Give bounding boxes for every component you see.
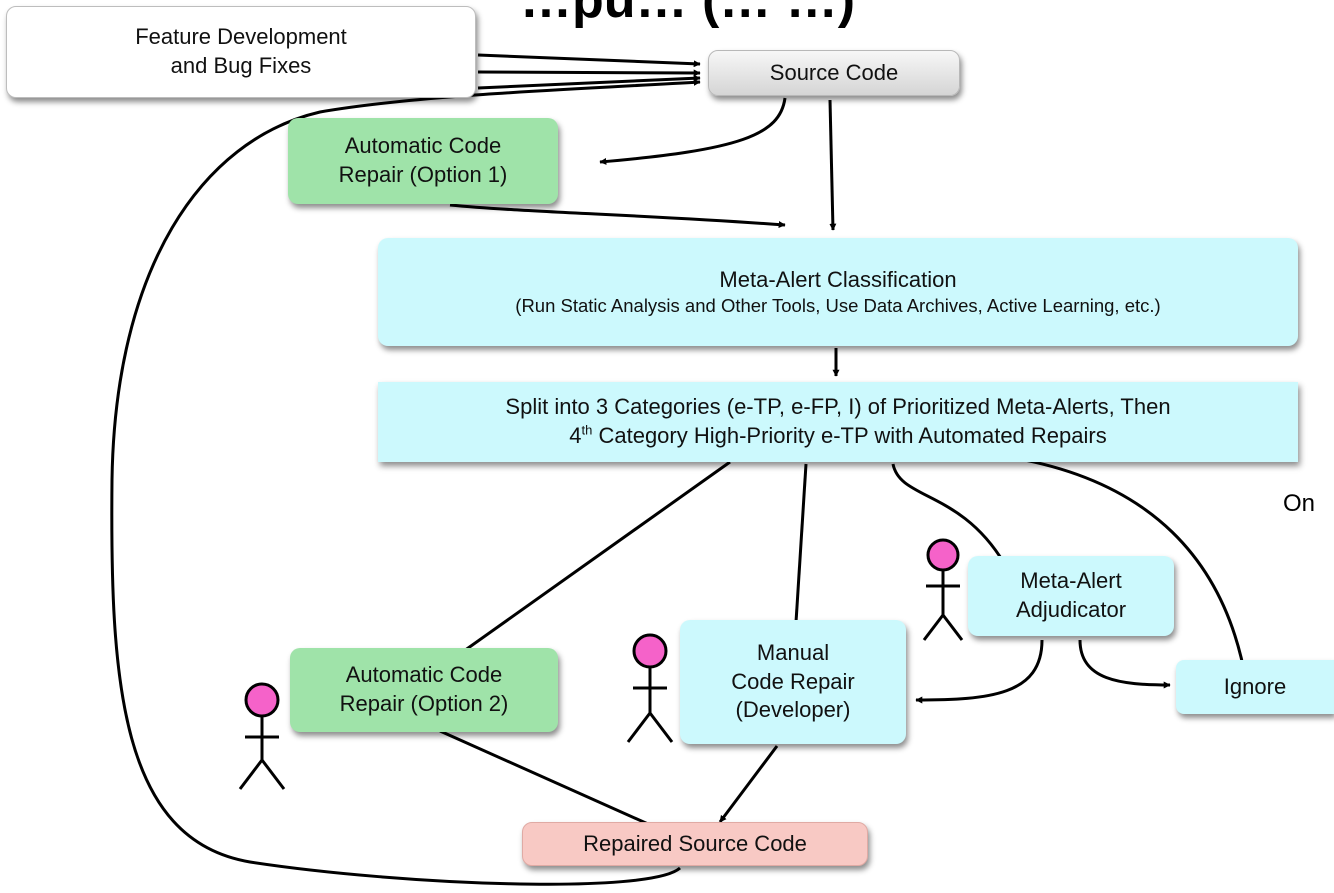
split-categories-line2: 4th Category High-Priority e-TP with Aut… <box>569 422 1106 451</box>
manual-code-repair-line3: (Developer) <box>735 697 851 723</box>
partial-title: …pu… (… …) <box>520 0 856 29</box>
source-code-label: Source Code <box>769 59 899 85</box>
ignore-box: Ignore <box>1176 660 1334 714</box>
meta-alert-adjudicator-line1: Meta-Alert <box>1020 568 1122 594</box>
arrow-manual-to-repaired <box>718 745 779 823</box>
person-icon <box>626 633 674 743</box>
split-categories-line2-superscript: th <box>581 422 593 438</box>
source-code-box: Source Code <box>708 50 960 96</box>
feature-development-line1: Feature Development <box>135 24 347 50</box>
automatic-repair-option1-box: Automatic Code Repair (Option 1) <box>288 118 558 204</box>
meta-alert-classification-box: Meta-Alert Classification (Run Static An… <box>378 238 1298 346</box>
manual-code-repair-line2: Code Repair <box>731 668 855 694</box>
arrow-split-to-manual <box>791 463 808 639</box>
ignore-label: Ignore <box>1223 673 1287 699</box>
arrow-feature-to-source-3 <box>477 74 701 90</box>
manual-code-repair-box: Manual Code Repair (Developer) <box>680 620 906 744</box>
meta-alert-adjudicator-line2: Adjudicator <box>1015 597 1127 622</box>
person-icon <box>238 682 286 790</box>
arrow-split-to-repair2 <box>439 460 731 670</box>
meta-alert-classification-subtitle: (Run Static Analysis and Other Tools, Us… <box>515 295 1161 317</box>
arrow-repair1-to-classification <box>449 203 786 229</box>
split-categories-line2-number: 4 <box>569 423 582 448</box>
automatic-repair-option2-line1: Automatic Code <box>345 662 503 688</box>
manual-code-repair-line1: Manual <box>756 640 830 666</box>
meta-alert-classification-title: Meta-Alert Classification <box>719 266 957 292</box>
arrow-split-to-adjudicator <box>891 463 1006 564</box>
arrow-adjudicator-to-ignore <box>1078 639 1171 689</box>
automatic-repair-option1-line2: Repair (Option 1) <box>338 162 508 187</box>
repaired-source-code-label: Repaired Source Code <box>583 830 807 856</box>
person-icon <box>922 538 964 641</box>
arrow-split-to-ignore <box>1007 455 1249 682</box>
split-categories-line2-text: Category High-Priority e-TP with Automat… <box>592 423 1107 448</box>
arrow-repair2-to-repaired <box>439 729 667 834</box>
split-categories-box: Split into 3 Categories (e-TP, e-FP, I) … <box>378 382 1298 462</box>
automatic-repair-option1-line1: Automatic Code <box>344 133 502 159</box>
loop-repaired-to-source <box>110 78 701 886</box>
automatic-repair-option2-box: Automatic Code Repair (Option 2) <box>290 648 558 732</box>
feature-development-box: Feature Development and Bug Fixes <box>6 6 476 98</box>
meta-alert-adjudicator-box: Meta-Alert Adjudicator <box>968 556 1174 636</box>
cut-off-text: On <box>1283 490 1316 517</box>
arrow-adjudicator-to-manual <box>915 639 1044 704</box>
arrow-feature-to-source-2 <box>477 69 701 77</box>
arrow-source-to-repair1 <box>599 97 787 165</box>
arrow-source-to-classification <box>828 99 837 231</box>
arrow-feature-to-source-1 <box>477 53 701 68</box>
automatic-repair-option2-line2: Repair (Option 2) <box>339 691 509 716</box>
repaired-source-code-box: Repaired Source Code <box>522 822 868 866</box>
feature-development-line2: and Bug Fixes <box>170 53 312 78</box>
split-categories-line1: Split into 3 Categories (e-TP, e-FP, I) … <box>505 394 1171 420</box>
